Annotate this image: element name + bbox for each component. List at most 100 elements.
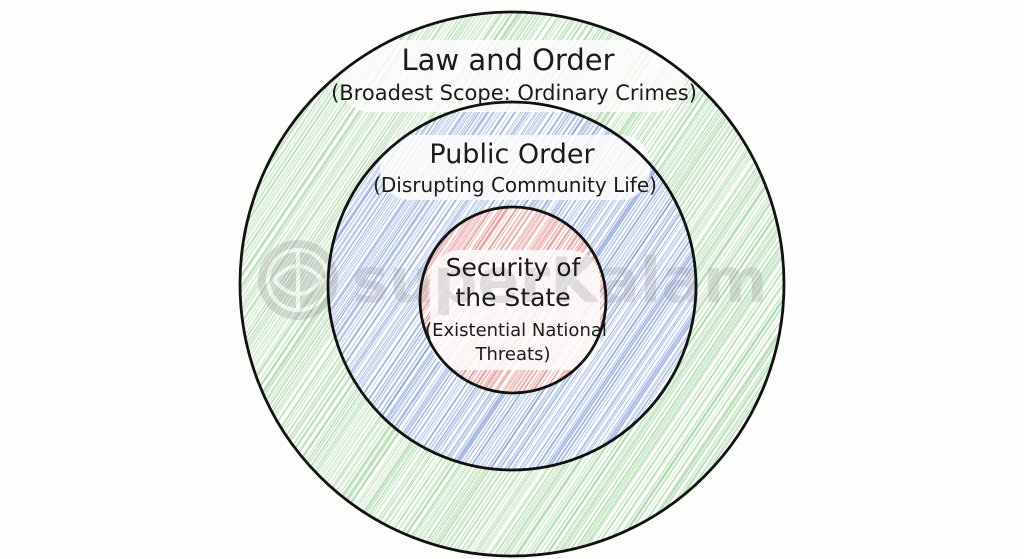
hatch-stroke [768, 12, 784, 556]
hatch-stroke [0, 12, 165, 556]
hatch-stroke [587, 102, 696, 470]
hatch-stroke [420, 207, 487, 393]
hatch-stroke [0, 12, 217, 556]
hatch-stroke [514, 12, 784, 556]
hatch-stroke [751, 12, 784, 556]
hatch-stroke [0, 102, 210, 470]
hatch-stroke [530, 12, 784, 556]
hatch-stroke [726, 12, 784, 556]
hatch-stroke [566, 102, 696, 470]
hatch-stroke [496, 102, 696, 470]
hatch-stroke [600, 102, 696, 470]
hatch-stroke [0, 12, 68, 556]
hatch-stroke [0, 12, 157, 556]
hatch-stroke [0, 12, 66, 556]
hatch-stroke [520, 12, 784, 556]
hatch-stroke [240, 12, 263, 556]
hatch-stroke [0, 12, 206, 556]
hatch-stroke [595, 102, 696, 470]
hatch-stroke [420, 207, 488, 393]
hatch-stroke [521, 102, 696, 470]
hatch-stroke [0, 12, 107, 556]
hatch-stroke [420, 207, 494, 393]
hatch-stroke [0, 102, 242, 470]
hatch-stroke [540, 12, 784, 556]
hatch-stroke [527, 102, 696, 470]
outer-circle [238, 10, 786, 558]
middle-subtitle: (Disrupting Community Life) [373, 173, 657, 197]
hatch-stroke [240, 12, 397, 556]
hatch-stroke [0, 12, 229, 556]
hatch-stroke [0, 12, 76, 556]
hatch-stroke [645, 12, 784, 556]
hatch-stroke [0, 12, 145, 556]
inner-subtitle-line2: Threats) [475, 344, 551, 365]
hatch-stroke [498, 102, 696, 470]
hatch-stroke [527, 12, 784, 556]
hatch-stroke [0, 12, 112, 556]
hatch-stroke [621, 12, 784, 556]
hatch-stroke [0, 12, 124, 556]
hatch-stroke [513, 102, 696, 470]
hatch-stroke [240, 12, 298, 556]
hatch-stroke [240, 12, 260, 556]
hatch-stroke [420, 207, 471, 393]
brain-logo-icon [258, 240, 338, 320]
hatch-stroke [585, 102, 696, 470]
hatch-stroke [727, 12, 784, 556]
hatch-stroke [577, 102, 696, 470]
hatch-stroke [0, 12, 162, 556]
hatch-stroke [420, 207, 468, 393]
label-backdrop [340, 40, 685, 112]
hatch-stroke [567, 102, 696, 470]
hatch-stroke [420, 207, 482, 393]
hatch-stroke [0, 12, 152, 556]
hatch-stroke [0, 12, 234, 556]
hatch-stroke [0, 12, 121, 556]
hatch-stroke [589, 12, 784, 556]
hatch-stroke [0, 12, 235, 556]
hatch-stroke [760, 12, 784, 556]
hatch-stroke [542, 102, 696, 470]
hatch-stroke [575, 12, 784, 556]
hatch-stroke [580, 12, 784, 556]
hatch-stroke [240, 12, 268, 556]
hatch-stroke [598, 12, 784, 556]
outer-title: Law and Order [401, 43, 614, 77]
hatch-stroke [240, 12, 382, 556]
hatch-stroke [524, 12, 784, 556]
hatch-stroke [19, 102, 267, 470]
hatch-stroke [772, 12, 784, 556]
hatch-stroke [0, 12, 173, 556]
hatch-stroke [597, 102, 696, 470]
hatch-stroke [240, 12, 266, 556]
hatch-stroke [532, 12, 784, 556]
hatch-stroke [15, 102, 263, 470]
hatch-stroke [534, 102, 696, 470]
hatch-stroke [0, 12, 209, 556]
hatch-stroke [780, 12, 784, 556]
hatch-stroke [0, 12, 191, 556]
hatch-stroke [9, 102, 257, 470]
inner-title-line1: Security of [446, 253, 582, 282]
hatch-stroke [0, 102, 239, 470]
hatch-stroke [561, 102, 696, 470]
hatch-stroke [503, 102, 696, 470]
hatch-stroke [0, 12, 147, 556]
hatch-stroke [22, 102, 270, 470]
hatch-stroke [605, 12, 784, 556]
hatch-stroke [0, 12, 220, 556]
hatch-stroke [629, 12, 784, 556]
hatch-stroke [0, 12, 214, 556]
hatch-stroke [0, 102, 230, 470]
hatch-stroke [511, 102, 696, 470]
hatch-stroke [0, 12, 148, 556]
hatch-stroke [0, 12, 78, 556]
hatch-stroke [0, 12, 139, 556]
hatch-stroke [641, 12, 784, 556]
hatch-stroke [536, 12, 784, 556]
hatch-stroke [627, 12, 784, 556]
hatch-stroke [558, 12, 784, 556]
label-backdrop [380, 135, 650, 200]
hatch-stroke [0, 12, 84, 556]
